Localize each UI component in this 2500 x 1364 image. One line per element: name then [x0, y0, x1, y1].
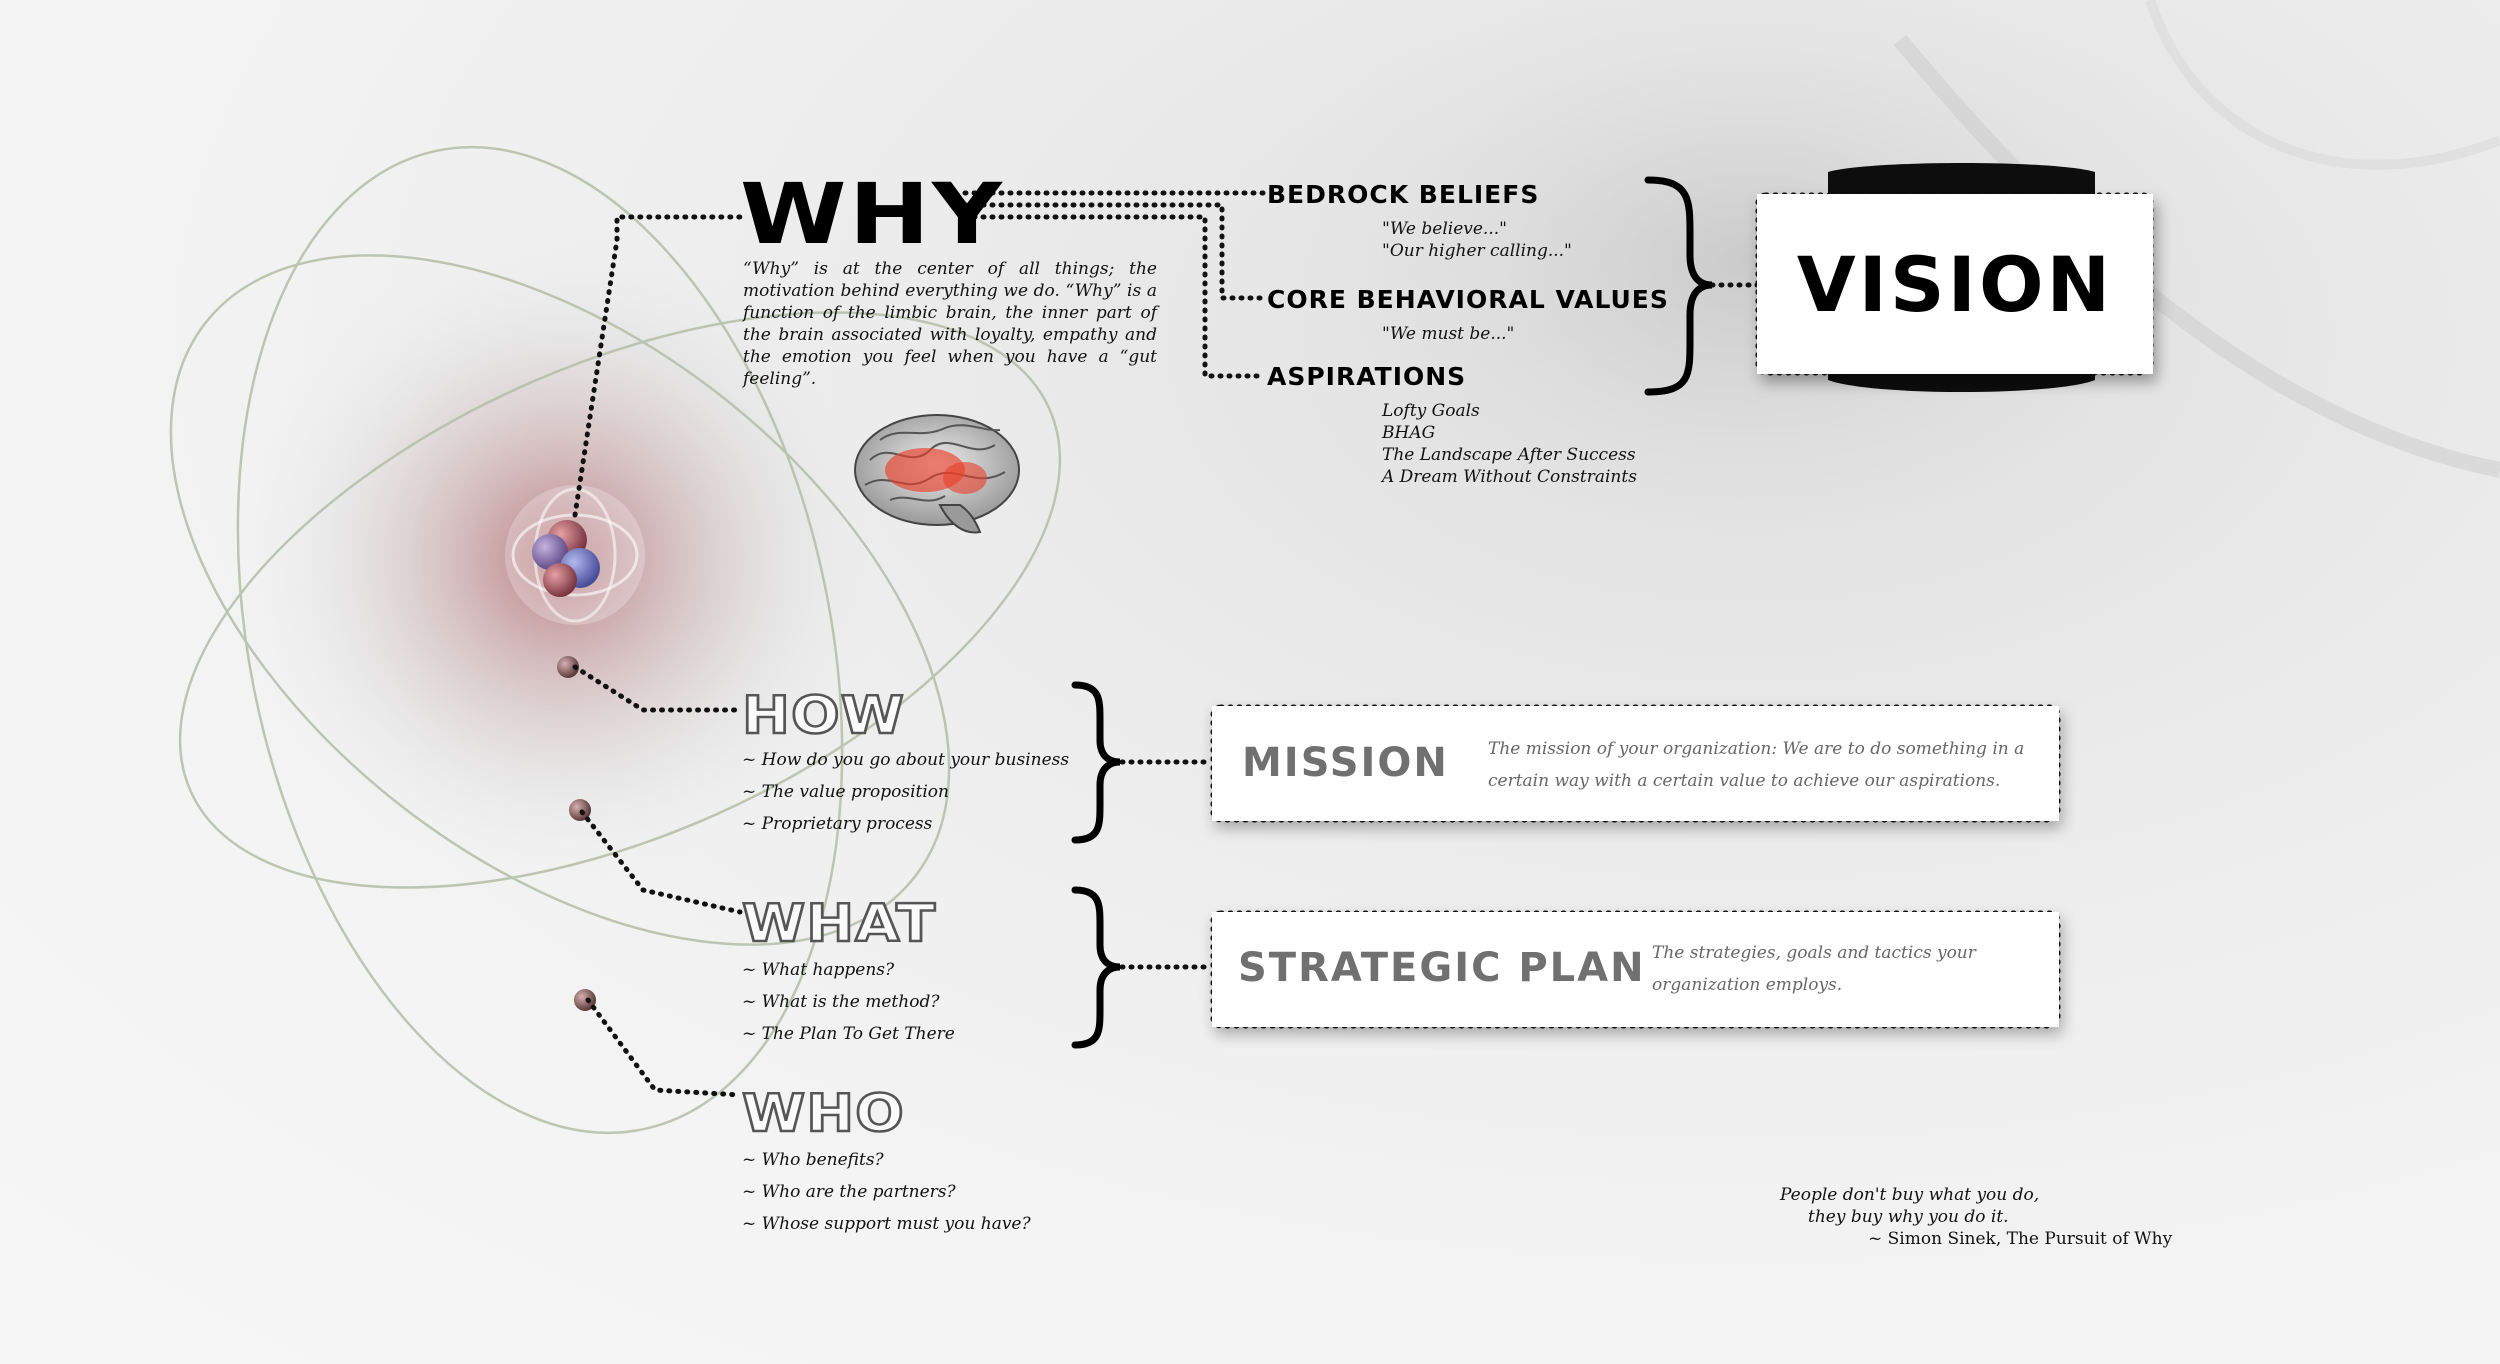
what-title: WHAT	[741, 894, 937, 954]
atom-orbits	[169, 145, 1062, 1135]
curly-braces	[1071, 176, 1713, 1049]
strategic-plan-title: STRATEGIC PLAN	[1238, 945, 1646, 991]
strategic-plan-box	[1212, 912, 2059, 1027]
brace-strategic	[1071, 886, 1121, 1049]
quote-line-1: People don't buy what you do,	[1780, 1185, 2040, 1205]
aspirations-line: The Landscape After Success	[1382, 445, 1636, 465]
list-item: ~ What happens?	[742, 960, 895, 980]
how-title: HOW	[741, 686, 906, 746]
quote-attribution: ~ Simon Sinek, The Pursuit of Why	[1868, 1229, 2173, 1249]
atom-nucleus	[505, 485, 645, 625]
why-title: WHY	[740, 165, 1005, 263]
aspirations-line: BHAG	[1382, 423, 1436, 443]
what-list: ~ What happens? ~ What is the method? ~ …	[742, 954, 955, 1050]
core-values-line: "We must be..."	[1382, 324, 1515, 344]
why-description: “Why” is at the center of all things; th…	[743, 259, 1157, 389]
aspirations-line: Lofty Goals	[1382, 401, 1480, 421]
aspirations-lines: Lofty Goals BHAG The Landscape After Suc…	[1382, 400, 1637, 488]
bedrock-line: "Our higher calling..."	[1382, 241, 1572, 261]
quote-block: People don't buy what you do, they buy w…	[1780, 1184, 2172, 1250]
background-swoosh	[1893, 34, 2500, 478]
bedrock-beliefs-lines: "We believe..." "Our higher calling..."	[1382, 218, 1572, 262]
list-item: ~ What is the method?	[742, 992, 940, 1012]
mission-box	[1212, 706, 2059, 821]
mission-description: The mission of your organization: We are…	[1488, 739, 2025, 791]
list-item: ~ Proprietary process	[742, 814, 933, 834]
how-list: ~ How do you go about your business ~ Th…	[742, 744, 1069, 840]
dotted-connectors	[572, 190, 1763, 1098]
list-item: ~ Who benefits?	[742, 1150, 884, 1170]
background-swoosh-2	[2145, 0, 2500, 170]
list-item: ~ Who are the partners?	[742, 1182, 956, 1202]
electron-what	[569, 799, 591, 821]
brace-vision	[1644, 176, 1713, 396]
aspirations-title: ASPIRATIONS	[1267, 362, 1467, 391]
background-shade	[1230, 0, 2270, 580]
bedrock-beliefs-title: BEDROCK BELIEFS	[1267, 180, 1540, 209]
core-values-lines: "We must be..."	[1382, 323, 1514, 345]
electron-how	[557, 656, 579, 678]
strategic-plan-description: The strategies, goals and tactics your o…	[1652, 943, 1976, 995]
aspirations-line: A Dream Without Constraints	[1382, 467, 1637, 487]
list-item: ~ How do you go about your business	[742, 750, 1070, 770]
core-values-title: CORE BEHAVIORAL VALUES	[1267, 285, 1669, 314]
who-list: ~ Who benefits? ~ Who are the partners? …	[742, 1144, 1031, 1240]
who-title: WHO	[741, 1084, 906, 1144]
brain-illustration	[854, 414, 1020, 534]
vision-box: VISION	[1757, 194, 2153, 374]
list-item: ~ The Plan To Get There	[742, 1024, 955, 1044]
mission-title: MISSION	[1242, 740, 1449, 786]
electron-who	[574, 989, 596, 1011]
list-item: ~ The value proposition	[742, 782, 949, 802]
list-item: ~ Whose support must you have?	[742, 1214, 1031, 1234]
vision-title: VISION	[1796, 239, 2114, 329]
bedrock-line: "We believe..."	[1382, 219, 1507, 239]
brace-mission	[1071, 681, 1121, 844]
quote-line-2: they buy why you do it.	[1808, 1207, 2009, 1227]
